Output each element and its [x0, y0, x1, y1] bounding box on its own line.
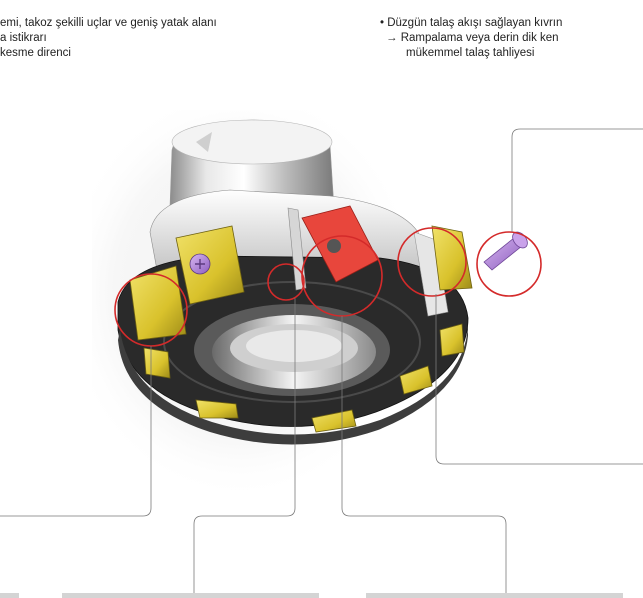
leader-lines: [0, 128, 643, 598]
insert-right: [431, 225, 473, 291]
insert-bottom-2: [311, 409, 357, 433]
insert-bottom-1: [195, 399, 239, 419]
feature-text-left-line2: a istikrarı: [0, 32, 47, 44]
insert-lower-left: [143, 347, 171, 379]
callout-circle-small: [267, 263, 305, 301]
coolant-hole: [327, 239, 341, 253]
shank-top-face: [171, 119, 333, 165]
feature-text-left-line3: kesme direnci: [0, 47, 71, 59]
flange-ring: [163, 281, 421, 403]
caption-bar-middle: [62, 593, 319, 598]
feature-text-right-line3: mükemmel talaş tahliyesi: [406, 47, 535, 59]
callout-circle-screw: [476, 231, 542, 297]
insert-right-lower: [439, 323, 465, 357]
feature-text-right-line2: → Rampalama veya derin dik ken: [386, 32, 559, 44]
callout-circle-right: [397, 227, 467, 297]
caption-bar-right: [366, 593, 623, 598]
feature-text-right-line1: • Düzgün talaş akışı sağlayan kıvrın: [380, 17, 563, 29]
insert-bottom-right: [399, 365, 433, 395]
feature-text-left-line1: emi, takoz şekilli uçlar ve geniş yatak …: [0, 17, 217, 29]
insert-upper-left: [129, 265, 187, 341]
caption-bar-left: [0, 593, 19, 598]
